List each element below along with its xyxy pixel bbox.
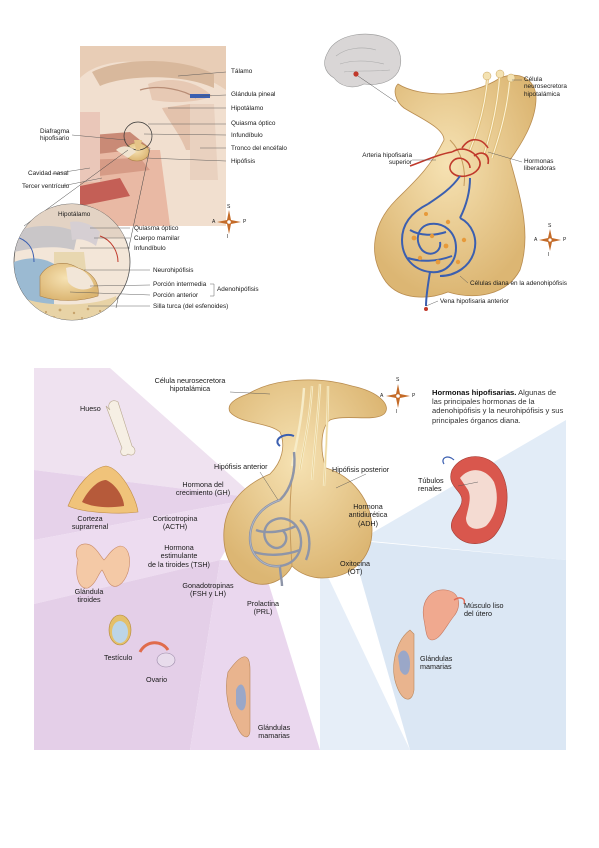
fig1-compass-i: I bbox=[227, 234, 229, 240]
label-porcion-intermedia: Porción intermedia bbox=[153, 281, 207, 288]
fig3-testis bbox=[108, 614, 132, 646]
label-hipotalamo-zoom: Hipotálamo bbox=[58, 211, 91, 218]
label-glandula-pineal: Glándula pineal bbox=[231, 91, 276, 98]
label-hipofisis: Hipófisis bbox=[231, 158, 256, 165]
fig1-compass-s: S bbox=[227, 204, 231, 210]
label-fig3-celula: Célula neurosecretora hipotalámica bbox=[154, 376, 226, 394]
fig3-compass-s: S bbox=[396, 377, 400, 383]
label-adenohipofisis: Adenohipófisis bbox=[217, 286, 259, 293]
label-prl: Prolactina (PRL) bbox=[247, 599, 279, 617]
label-hipofisis-anterior: Hipófisis anterior bbox=[214, 462, 268, 471]
label-infundibulo: Infundíbulo bbox=[231, 132, 263, 139]
fig3-compass-p: P bbox=[412, 393, 416, 399]
label-tubulos-renales: Túbulos renales bbox=[418, 476, 444, 494]
fig2-compass-p: P bbox=[563, 237, 567, 243]
label-silla-turca: Silla turca (del esfenoides) bbox=[153, 303, 229, 310]
label-fsh-lh: Gonadotropinas (FSH y LH) bbox=[182, 581, 234, 599]
label-neurohipofisis: Neurohipófisis bbox=[153, 267, 194, 274]
fig3-pituitary bbox=[223, 379, 387, 587]
label-diafragma: Diafragma hipofisario bbox=[40, 128, 70, 143]
label-corteza-suprarrenal: Corteza suprarrenal bbox=[71, 514, 109, 532]
fig2-pituitary bbox=[374, 69, 537, 311]
fig3-bone bbox=[105, 400, 136, 456]
fig2-compass-s: S bbox=[548, 223, 552, 229]
label-musculo-liso: Músculo liso del útero bbox=[464, 601, 504, 619]
label-celula-neurosecretora: Célula neurosecretora hipotalámica bbox=[524, 76, 567, 98]
fig3-caption-rest: Algunas de las principales hormonas de l… bbox=[432, 388, 564, 425]
label-ovario: Ovario bbox=[146, 675, 168, 684]
label-talamo: Tálamo bbox=[231, 68, 253, 75]
fig3-uterus bbox=[422, 589, 466, 641]
fig2-compass bbox=[539, 229, 561, 251]
label-cuerpo-mamilar: Cuerpo mamilar bbox=[134, 235, 180, 242]
label-adh: Hormona antidiurética (ADH) bbox=[348, 502, 388, 528]
label-tiroides: Glándula tiroides bbox=[74, 587, 104, 605]
label-vena-hipofisaria: Vena hipofisaria anterior bbox=[440, 298, 509, 305]
fig3-compass bbox=[386, 384, 410, 408]
label-hipofisis-posterior: Hipófisis posterior bbox=[332, 465, 390, 474]
fig1-brain-section bbox=[80, 46, 226, 226]
label-quiasma-optico-zoom: Quiasma óptico bbox=[134, 225, 179, 232]
label-gh: Hormona del crecimiento (GH) bbox=[175, 480, 231, 498]
label-hipotalamo: Hipotálamo bbox=[231, 105, 264, 112]
fig3-mammary-left bbox=[226, 656, 251, 738]
fig1-leader-lines bbox=[51, 71, 227, 307]
label-hormonas-liberadoras: Hormonas liberadoras bbox=[524, 158, 556, 173]
label-infundibulo-zoom: Infundíbulo bbox=[134, 245, 166, 252]
label-celulas-diana: Células diana en la adenohipófisis bbox=[470, 280, 567, 287]
fig2-compass-i: I bbox=[548, 252, 550, 258]
label-acth: Corticotropina (ACTH) bbox=[152, 514, 198, 532]
fig3-kidney bbox=[442, 456, 508, 544]
label-mamarias-right: Glándulas mamarias bbox=[420, 654, 453, 672]
fig3-caption-bold: Hormonas hipofisarias. bbox=[432, 388, 517, 397]
fig3-caption: Hormonas hipofisarias. Algunas de las pr… bbox=[432, 388, 564, 425]
fig2-compass-a: A bbox=[534, 237, 538, 243]
fig1-compass bbox=[217, 210, 241, 234]
label-porcion-anterior: Porción anterior bbox=[153, 292, 199, 299]
label-tsh: Hormona estimulante de la tiroides (TSH) bbox=[148, 543, 210, 569]
fig3-mammary-right bbox=[393, 629, 415, 700]
label-arteria-hipofisaria: Arteria hipofisaria superior bbox=[362, 152, 412, 167]
label-tercer-ventriculo: Tercer ventrículo bbox=[22, 183, 70, 190]
fig3-compass-i: I bbox=[396, 409, 398, 415]
fig3-ovary bbox=[138, 641, 176, 668]
label-hueso: Hueso bbox=[80, 404, 101, 413]
fig3-compass-a: A bbox=[380, 393, 384, 399]
fig3-thyroid bbox=[75, 543, 130, 589]
label-mamarias-left: Glándulas mamarias bbox=[257, 723, 291, 741]
label-cavidad-nasal: Cavidad nasal bbox=[28, 170, 69, 177]
fig3-leader-lines bbox=[229, 391, 479, 501]
fig1-compass-p: P bbox=[243, 219, 247, 225]
label-ot: Oxitocina (OT) bbox=[340, 559, 370, 577]
fig3-adrenal-cortex bbox=[67, 465, 139, 514]
fig2-leader-lines bbox=[412, 79, 523, 307]
label-testiculo: Testículo bbox=[104, 653, 133, 662]
label-quiasma-optico: Quiasma óptico bbox=[231, 120, 276, 127]
fig2-brain-thumbnail bbox=[324, 33, 401, 103]
label-tronco: Tronco del encéfalo bbox=[231, 145, 287, 152]
fig1-compass-a: A bbox=[212, 219, 216, 225]
